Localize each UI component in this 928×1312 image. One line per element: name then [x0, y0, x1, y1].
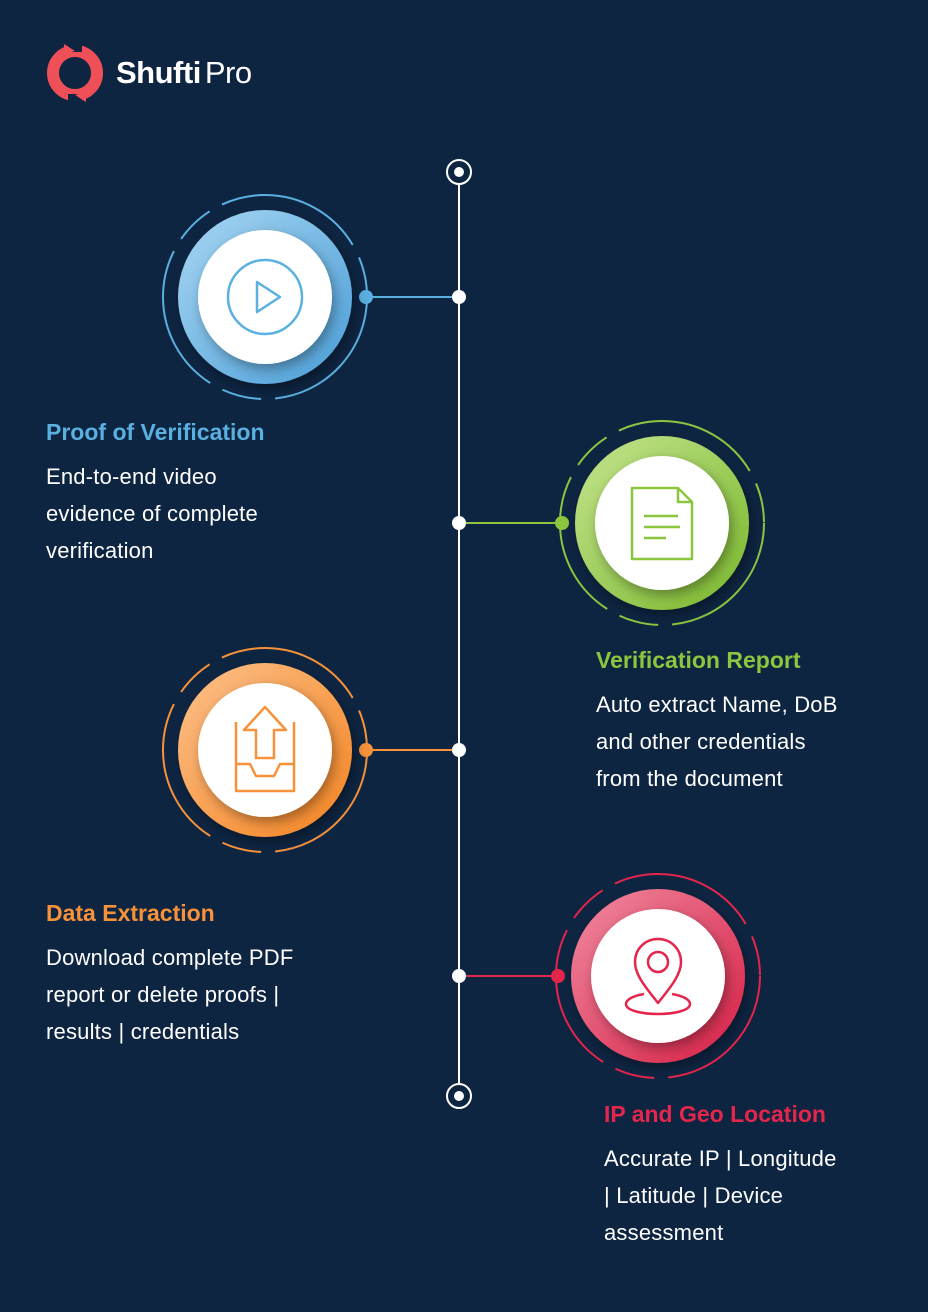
step-data-extraction-node	[162, 647, 466, 853]
step-verification-report: Verification Report Auto extract Name, D…	[596, 647, 916, 797]
timeline-start-marker	[446, 159, 472, 185]
step-ip-geo-location-node	[452, 873, 761, 1079]
step-data-extraction: Data Extraction Download complete PDF re…	[46, 900, 426, 1050]
location-pin-icon	[624, 937, 692, 1016]
brand-name-light: Pro	[204, 55, 252, 90]
step-description: Download complete PDF report or delete p…	[46, 945, 294, 1044]
step-proof-of-verification-node	[162, 194, 466, 400]
step-description: End-to-end video evidence of complete ve…	[46, 464, 258, 563]
step-verification-report-node	[452, 420, 765, 626]
document-icon	[630, 486, 694, 561]
play-icon	[226, 258, 304, 336]
step-title: Data Extraction	[46, 900, 215, 926]
brand-name-bold: Shufti	[116, 55, 201, 90]
step-title: Verification Report	[596, 647, 801, 673]
shufti-logo-icon	[47, 42, 103, 104]
step-description: Accurate IP | Longitude | Latitude | Dev…	[604, 1146, 837, 1245]
step-proof-of-verification: Proof of Verification End-to-end video e…	[46, 419, 426, 569]
upload-tray-icon	[234, 705, 296, 793]
timeline-end-marker	[446, 1083, 472, 1109]
step-title: Proof of Verification	[46, 419, 265, 445]
step-description: Auto extract Name, DoB and other credent…	[596, 692, 838, 791]
step-title: IP and Geo Location	[604, 1101, 826, 1127]
step-ip-geo-location: IP and Geo Location Accurate IP | Longit…	[604, 1101, 920, 1251]
